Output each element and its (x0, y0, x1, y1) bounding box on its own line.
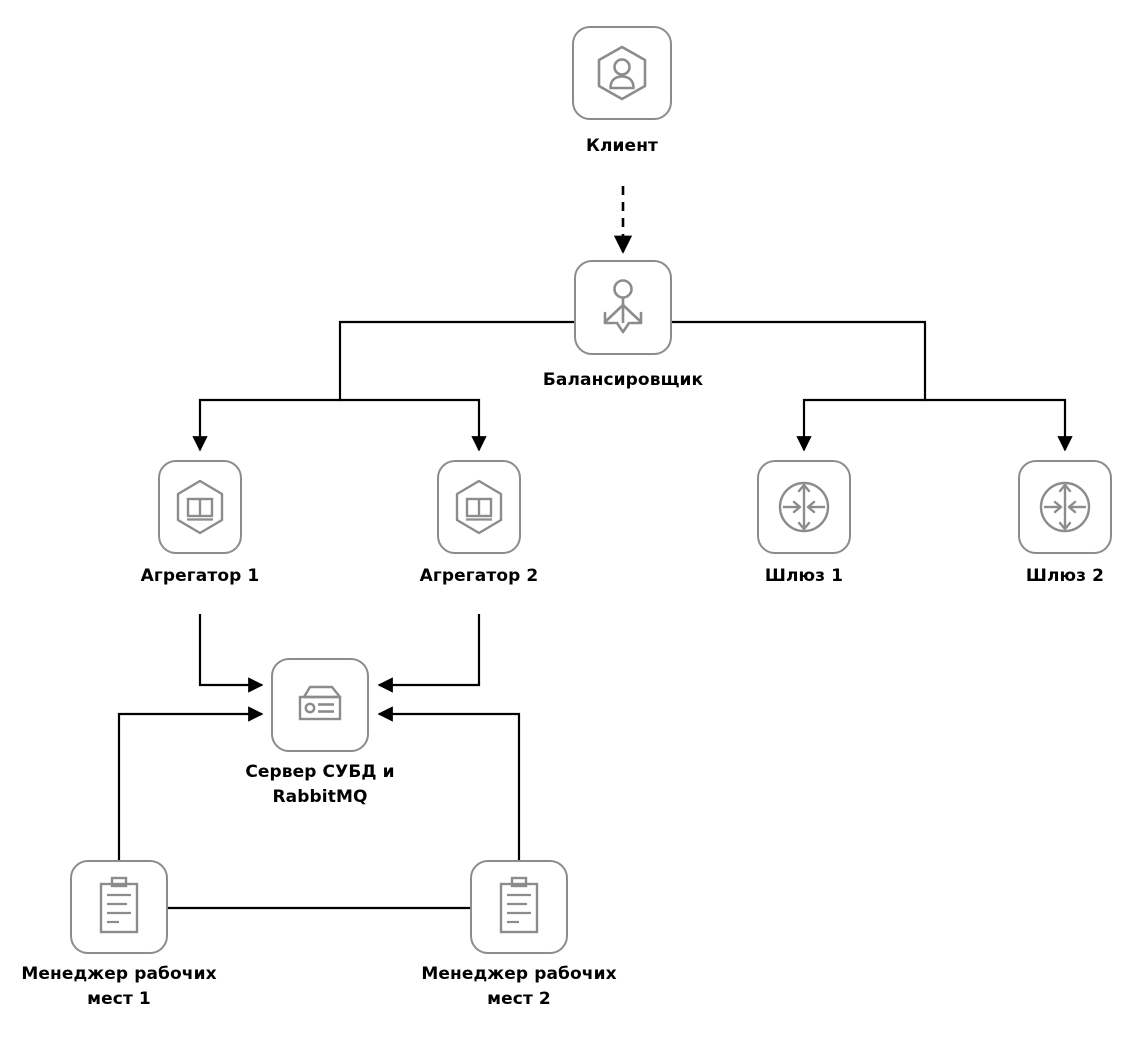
clipboard-icon (499, 876, 539, 934)
edge-aggregator1-to-dbserver (198, 614, 264, 693)
node-aggregator2-label: Агрегатор 2 (419, 566, 539, 586)
node-balancer-label: Балансировщик (542, 370, 704, 390)
node-dbserver[interactable]: Сервер СУБД и RabbitMQ (245, 658, 395, 807)
aggregator-hexagon-icon (455, 479, 503, 535)
node-aggregator1-box[interactable] (158, 460, 242, 554)
node-workmanager1-label: Менеджер рабочих мест 1 (21, 964, 217, 1009)
node-gateway2-box[interactable] (1018, 460, 1112, 554)
node-balancer-box[interactable] (574, 260, 672, 355)
node-aggregator1-label: Агрегатор 1 (140, 566, 260, 586)
gateway-circle-icon (1039, 481, 1091, 533)
node-client-box[interactable] (572, 26, 672, 120)
node-workmanager1-box[interactable] (70, 860, 168, 954)
gateway-circle-icon (778, 481, 830, 533)
database-server-icon (298, 685, 342, 721)
node-workmanager2-box[interactable] (470, 860, 568, 954)
edge-balancer-to-aggregator2 (340, 398, 487, 452)
node-gateway2[interactable]: Шлюз 2 (1018, 460, 1112, 586)
node-workmanager2-label: Менеджер рабочих мест 2 (421, 964, 617, 1009)
user-hexagon-icon (597, 45, 647, 101)
edge-balancer-to-gateway2 (925, 398, 1073, 452)
node-gateway1[interactable]: Шлюз 1 (757, 460, 851, 586)
node-gateway2-label: Шлюз 2 (1025, 566, 1105, 586)
edge-aggregator2-to-dbserver (377, 614, 481, 693)
aggregator-hexagon-icon (176, 479, 224, 535)
node-balancer[interactable]: Балансировщик (543, 260, 703, 390)
node-gateway1-label: Шлюз 1 (764, 566, 844, 586)
node-aggregator1[interactable]: Агрегатор 1 (141, 460, 259, 586)
node-workmanager1[interactable]: Менеджер рабочих мест 1 (21, 860, 217, 1009)
node-client-label: Клиент (586, 136, 658, 156)
node-workmanager2[interactable]: Менеджер рабочих мест 2 (421, 860, 617, 1009)
load-balancer-icon (603, 278, 643, 333)
node-gateway1-box[interactable] (757, 460, 851, 554)
node-dbserver-label: Сервер СУБД и RabbitMQ (245, 762, 395, 807)
node-aggregator2-box[interactable] (437, 460, 521, 554)
node-dbserver-box[interactable] (271, 658, 369, 752)
clipboard-icon (99, 876, 139, 934)
node-client[interactable]: Клиент (572, 26, 672, 156)
node-aggregator2[interactable]: Агрегатор 2 (420, 460, 538, 586)
